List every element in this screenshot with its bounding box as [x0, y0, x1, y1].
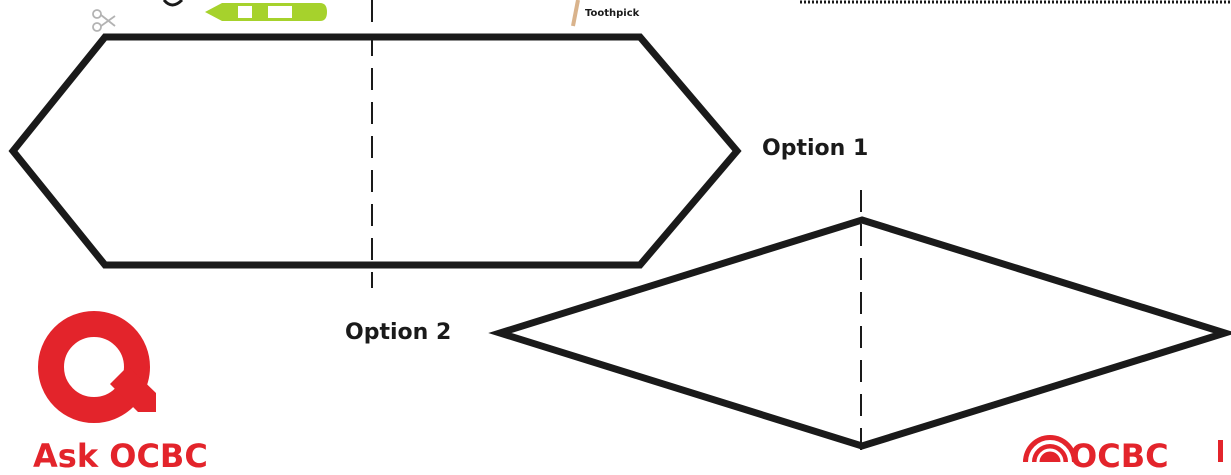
- ask-ocbc-text: Ask OCBC: [33, 437, 208, 475]
- diamond-template-option-2: [488, 216, 1231, 450]
- ocbc-logo: [1023, 435, 1223, 462]
- scissors-icon: [92, 9, 116, 32]
- option-2-label: Option 2: [345, 320, 452, 345]
- toothpick-label: Toothpick: [585, 8, 640, 19]
- toothpick-icon: [571, 0, 580, 27]
- ocbc-logo-text: OCBC: [1070, 437, 1169, 475]
- crayon-icon: [205, 3, 327, 21]
- ask-ocbc-q-logo: [38, 311, 156, 423]
- option-1-label: Option 1: [762, 136, 869, 161]
- hexagon-template-option-1: [8, 33, 742, 269]
- pen-tip-icon: [162, 0, 184, 7]
